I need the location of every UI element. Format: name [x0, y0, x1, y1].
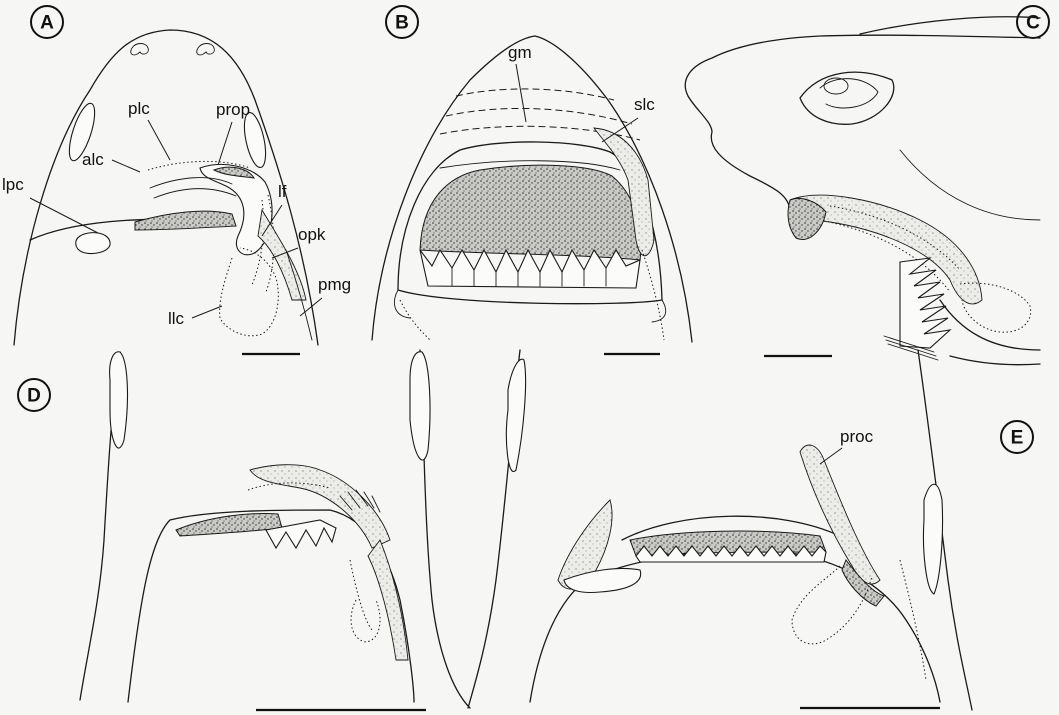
panel-e-badge: E — [1001, 421, 1033, 453]
label-lf: lf — [278, 182, 287, 201]
labial-pad-a — [76, 233, 110, 254]
leader-proc — [820, 448, 842, 464]
procartilage-e — [800, 445, 880, 584]
tooth-band-d — [176, 514, 282, 536]
panel-c: C — [685, 6, 1049, 365]
panel-e: E proc — [468, 350, 1033, 710]
eye-slit-left-d — [110, 352, 128, 448]
lower-jaw-c — [940, 300, 1040, 365]
lateral-papillae-d — [368, 540, 408, 660]
leader-plc — [148, 120, 170, 160]
eye-slit-left-e — [506, 359, 525, 471]
panel-c-badge: C — [1017, 6, 1049, 38]
panel-c-letter: C — [1026, 13, 1040, 34]
dorsal-line-c — [860, 17, 1040, 34]
upper-tooth-band-b — [420, 165, 641, 260]
label-gm: gm — [508, 43, 532, 62]
gum-line-1-b — [456, 89, 614, 100]
label-slc: slc — [634, 95, 655, 114]
label-opk: opk — [298, 225, 326, 244]
panel-b-letter: B — [395, 13, 409, 34]
nostril-right-a — [197, 44, 215, 55]
eye-slit-right-e — [923, 484, 942, 594]
label-plc: plc — [128, 99, 150, 118]
leader-gm — [516, 64, 526, 122]
label-proc: proc — [840, 427, 874, 446]
leader-llc — [192, 306, 222, 318]
head-outline-a — [14, 30, 318, 345]
panel-a-badge: A — [31, 6, 63, 38]
panel-b-badge: B — [386, 6, 418, 38]
mouth-corners-b — [394, 290, 665, 322]
gum-line-2-b — [446, 108, 632, 124]
eye-outer-c — [800, 72, 894, 124]
label-lpc: lpc — [2, 175, 24, 194]
eye-pupil-c — [824, 78, 848, 94]
label-alc: alc — [82, 150, 104, 169]
oral-papillae-a — [258, 210, 306, 300]
eye-slit-right-d — [410, 352, 430, 460]
leader-lpc — [30, 198, 98, 233]
tooth-row-a — [135, 211, 236, 230]
panel-a: A lpc alc plc prop lf opk — [2, 6, 351, 354]
leader-alc — [112, 160, 140, 172]
nostril-left-a — [131, 44, 149, 55]
head-profile-c — [685, 35, 1040, 212]
label-pmg: pmg — [318, 275, 351, 294]
panel-a-letter: A — [40, 13, 54, 34]
eye-right-a — [240, 111, 269, 170]
panel-d-badge: D — [18, 379, 50, 411]
gill-line-c — [900, 150, 1040, 220]
eye-inner-c — [820, 79, 878, 108]
panel-e-letter: E — [1011, 428, 1024, 449]
label-llc: llc — [168, 309, 185, 328]
leader-prop — [218, 122, 232, 165]
label-prop: prop — [216, 100, 250, 119]
panel-d-letter: D — [27, 386, 41, 407]
panel-b: B gm slc — [372, 6, 692, 354]
panel-d: D — [18, 350, 470, 710]
lower-labial-cartilage-a — [220, 248, 279, 336]
anterior-labial-cartilage-a — [150, 178, 236, 198]
